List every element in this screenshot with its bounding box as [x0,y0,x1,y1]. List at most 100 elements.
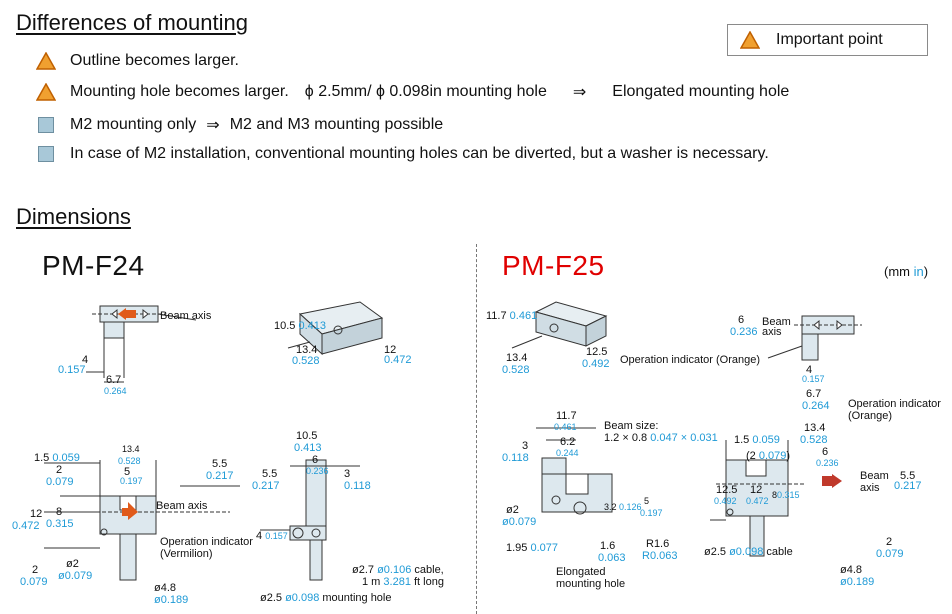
f25-dim-32: 3.2 0.126 [604,502,642,512]
f25-dim-r16-in: R0.063 [642,550,678,562]
bullet-elongated: Elongated mounting hole [612,83,790,100]
f25-dim-o48-in: ø0.189 [840,576,875,588]
f24-side-105: 10.5 [296,430,318,442]
f25-dim-12: 12 [750,484,763,496]
f24-dim-134b: 13.4 [122,444,140,454]
f24-dim-134: 13.4 [296,344,318,356]
f24-cable-length: 1 m 3.281 ft long [362,576,444,588]
f25-dim-125b-in: 0.492 [714,496,737,506]
bullet-outline: Outline becomes larger. [36,52,239,70]
f25-op-indicator: Operation indicator (Orange) [620,354,761,366]
f24-dim-15: 1.5 0.059 [34,452,80,464]
f24-dim-134-in: 0.528 [292,355,320,367]
dimensions-heading: Dimensions [16,204,131,229]
bullet-text: M2 mounting only [70,116,197,133]
f25-elongated: Elongated [556,566,606,578]
f25-dim-4: 4 [806,364,813,376]
bullet-text: Outline becomes larger. [70,52,239,69]
f24-side-3: 3 [344,468,351,480]
f25-beam-size: Beam size: [604,420,659,432]
differences-heading: Differences of mounting [16,10,248,35]
beam-arrow [832,474,842,488]
f24-dim-134b-in: 0.528 [118,456,141,466]
f25-dim-67-in: 0.264 [802,400,830,412]
f24-mounting-hole: ø2.5 ø0.098 mounting hole [260,592,392,604]
f24-dim-o2: ø2 [66,558,79,570]
f25-dim-134: 13.4 [506,352,528,364]
pm-f24-drawings [44,301,384,581]
bullet-m2-m3: M2 and M3 mounting possible [229,116,444,133]
f24-dim-2: 2 [56,464,63,476]
f25-dim-12-in: 0.472 [746,496,769,506]
f24-op-indicator: Operation indicator [160,536,253,548]
f24-op-color: (Vermilion) [160,548,213,560]
f25-dim-2b-in: 0.079 [876,548,904,560]
f24-dim-2b-in: 0.079 [20,576,48,588]
f24-dim-5: 5 [124,466,131,478]
indicator-arrow [128,502,138,520]
f24-side-55-in: 0.217 [252,480,280,492]
arrow-icon: ⇒ [572,84,587,101]
indicator-lamp [122,508,130,516]
f25-beam-2: Beam [860,470,889,482]
f25-dim-3-in: 0.118 [502,452,529,464]
f24-side-6: 6 [312,454,319,466]
legend-label: Important point [776,31,883,48]
f24-dim-2b: 2 [32,564,39,576]
f24-dim-55: 5.5 [212,458,228,470]
arrow-icon: ⇒ [206,117,220,134]
beam-indicator [126,310,136,318]
f24-dim-55-in: 0.217 [206,470,234,482]
f25-dim-117b-in: 0.461 [554,422,577,432]
bullet-washer: In case of M2 installation, conventional… [36,145,769,163]
f25-dim-5: 5 [644,496,650,506]
f24-dim-4-in: 0.157 [58,364,86,376]
f25-axis: axis [762,326,782,338]
f24-side-4: 4 0.157 [256,530,288,542]
triangle-icon [740,31,760,49]
f25-dim-2b: 2 [886,536,893,548]
f25-dim-134b-in: 0.528 [800,434,828,446]
beam-indicator [822,476,832,486]
f25-op-indicator-2: Operation indicator [848,398,941,410]
f24-dim-8-in: 0.315 [46,518,74,530]
f24-dim-5-in: 0.197 [120,476,143,486]
f24-beam-axis-2: Beam axis [156,500,208,512]
f25-dim-6-in: 0.236 [730,326,758,338]
f24-dim-4: 4 [82,354,89,366]
bullet-mounting-hole: Mounting hole becomes larger. ϕ 2.5mm/ ϕ… [36,82,789,102]
f25-beam-size-value: 1.2 × 0.8 0.047 × 0.031 [604,432,718,444]
f24-dim-o2-in: ø0.079 [58,570,93,582]
pm-f25-drawings [511,301,862,557]
f25-dim-55: 5.5 [900,470,916,482]
f25-dim-16: 1.6 [600,540,616,552]
square-icon [38,146,54,162]
f25-dim-125-in: 0.492 [582,358,610,370]
f24-dim-105: 10.5 0.413 [274,320,327,332]
f25-dim-195: 1.95 0.077 [506,542,559,554]
f24-dim-2-in: 0.079 [46,476,74,488]
f25-dim-62-in: 0.244 [556,448,579,458]
f25-dim-55-in: 0.217 [894,480,922,492]
legend-box: Important point [727,24,928,56]
f25-dim-8: 80.315 [772,490,800,500]
triangle-icon [36,52,56,70]
f24-cable: ø2.7 ø0.106 cable, [352,564,444,576]
f25-dim-117: 11.7 0.461 [486,310,538,322]
f25-dim-67: 6.7 [806,388,822,400]
f24-dim-12: 12 [384,344,397,356]
f25-dim-15: 1.5 0.059 [734,434,780,446]
f25-dim-134b: 13.4 [804,422,826,434]
unit-label: (mm in) [884,264,929,279]
f25-dim-117b: 11.7 [556,410,577,422]
f25-dim-5-in: 0.197 [640,508,663,518]
triangle-icon [36,83,56,101]
f25-mounting-hole: mounting hole [556,578,626,590]
f25-dim-125b: 12.5 [716,484,738,496]
f24-dim-8: 8 [56,506,63,518]
f25-dim-r16: R1.6 [646,538,670,550]
f25-op-color: (Orange) [848,410,893,422]
bullet-m2-mounting: M2 mounting only ⇒ M2 and M3 mounting po… [36,115,443,135]
f24-dim-o48-in: ø0.189 [154,594,189,606]
f25-dim-o48: ø4.8 [840,564,863,576]
